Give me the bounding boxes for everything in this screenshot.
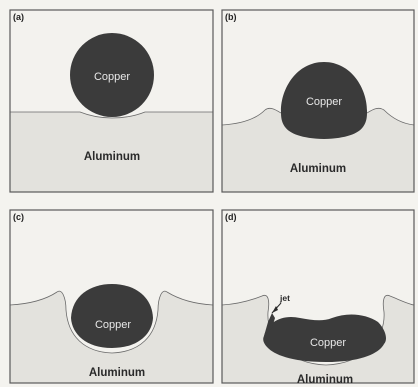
panel-c-label: (c) [13, 212, 24, 222]
panel-a-copper-label: Copper [94, 71, 130, 83]
panel-c-copper-projectile [71, 284, 153, 348]
panel-b: (b) Copper Aluminum [222, 10, 414, 192]
panel-c: (c) Copper Aluminum [10, 210, 213, 383]
panel-d: (d) jet Copper Aluminum [222, 210, 414, 386]
panel-d-jet-label: jet [279, 293, 290, 303]
panel-d-copper-label: Copper [310, 337, 346, 349]
panel-b-aluminum-label: Aluminum [290, 163, 346, 175]
panel-d-aluminum-label: Aluminum [297, 374, 353, 386]
panel-a-label: (a) [13, 12, 24, 22]
panel-c-aluminum-label: Aluminum [89, 367, 145, 379]
panel-a: (a) Copper Aluminum [10, 10, 213, 192]
panel-c-copper-label: Copper [95, 319, 131, 331]
panel-b-copper-label: Copper [306, 96, 342, 108]
panel-b-label: (b) [225, 12, 237, 22]
panel-a-aluminum-label: Aluminum [84, 151, 140, 163]
panel-d-label: (d) [225, 212, 237, 222]
